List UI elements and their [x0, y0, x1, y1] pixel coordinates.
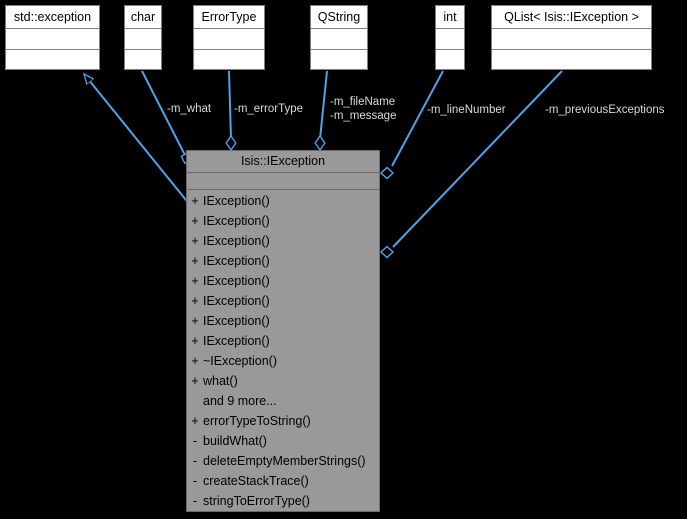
operations-compartment [311, 50, 367, 70]
operation-visibility: + [191, 354, 199, 368]
operation-visibility: + [191, 294, 199, 308]
class-name-errortype: ErrorType [194, 6, 264, 29]
operation-visibility: + [191, 214, 199, 228]
operation-visibility: + [191, 374, 199, 388]
operation-visibility: + [191, 314, 199, 328]
edge-aggregation-m-previousexceptions [379, 70, 563, 259]
class-name-char: char [125, 6, 161, 29]
operation-name: and 9 more... [203, 394, 277, 408]
operation-row: + IException() [187, 331, 379, 351]
operation-row: -createStackTrace() [187, 471, 379, 491]
attributes-compartment [311, 29, 367, 50]
operation-name: IException() [203, 234, 270, 248]
edge-label-m-errortype: -m_errorType [234, 103, 304, 115]
class-name-qlist-isis-iexception: QList< Isis::IException > [492, 6, 651, 29]
operation-name: createStackTrace() [203, 474, 309, 488]
operation-name: stringToErrorType() [203, 494, 310, 508]
operation-row: + IException() [187, 271, 379, 291]
operation-name: IException() [203, 274, 270, 288]
class-name-qstring: QString [311, 6, 367, 29]
aggregation-diamond-m-linenumber [379, 166, 395, 180]
attributes-compartment [6, 29, 99, 50]
edge-label-m-linenumber: -m_lineNumber [427, 104, 506, 116]
attributes-compartment [194, 29, 264, 50]
operation-row: + what() [187, 371, 379, 391]
operation-row: + errorTypeToString() [187, 411, 379, 431]
operation-row: + IException() [187, 251, 379, 271]
operation-row: + ~IException() [187, 351, 379, 371]
operation-name: ~IException() [203, 354, 277, 368]
operations-compartment [125, 50, 161, 70]
class-box-isis-iexception[interactable]: Isis::IException +IException()+IExceptio… [186, 150, 380, 512]
operations-compartment: +IException()+IException()+IException()+… [187, 190, 379, 511]
operation-name: IException() [203, 334, 270, 348]
operation-visibility: + [191, 254, 199, 268]
edge-label-m-filename: -m_fileName [330, 96, 396, 108]
operation-name: IException() [203, 254, 270, 268]
operation-name: errorTypeToString() [203, 414, 311, 428]
operation-row: -deleteEmptyMemberStrings() [187, 451, 379, 471]
operation-row: + IException() [187, 191, 379, 211]
operation-visibility: + [191, 334, 199, 348]
operation-row: and 9 more... [187, 391, 379, 411]
attributes-compartment [436, 29, 464, 50]
operation-name: IException() [203, 194, 270, 208]
operations-compartment [436, 50, 464, 70]
aggregation-diamond-m-filename [314, 134, 326, 152]
operation-row: + IException() [187, 291, 379, 311]
attributes-compartment [492, 29, 651, 50]
class-name-int: int [436, 6, 464, 29]
class-box-qstring[interactable]: QString [310, 5, 368, 70]
class-name-isis-iexception: Isis::IException [187, 151, 379, 173]
attributes-compartment [187, 173, 379, 190]
operation-visibility: - [192, 494, 198, 508]
edge-aggregation-m-linenumber [379, 70, 444, 180]
operation-visibility: + [191, 234, 199, 248]
operation-name: IException() [203, 314, 270, 328]
operation-visibility: - [192, 434, 198, 448]
operation-visibility: + [191, 274, 199, 288]
class-name-std-exception: std::exception [6, 6, 99, 29]
edge-inheritance-std-exception [84, 74, 191, 206]
aggregation-diamond-m-previousexceptions [379, 245, 395, 259]
edge-label-m-previousexceptions: -m_previousExceptions [545, 104, 665, 116]
class-box-errortype[interactable]: ErrorType [193, 5, 265, 70]
operation-name: deleteEmptyMemberStrings() [203, 454, 366, 468]
operation-name: IException() [203, 214, 270, 228]
aggregation-diamond-m-errortype [225, 134, 237, 152]
class-box-char[interactable]: char [124, 5, 162, 70]
class-box-std-exception[interactable]: std::exception [5, 5, 100, 70]
operation-row: + IException() [187, 231, 379, 251]
edge-aggregation-m-filename-m-message [314, 70, 328, 152]
operation-name: buildWhat() [203, 434, 267, 448]
operation-row: + IException() [187, 311, 379, 331]
operations-compartment [492, 50, 651, 70]
operation-visibility: - [192, 474, 198, 488]
operations-compartment [6, 50, 99, 70]
edge-label-m-what: -m_what [167, 103, 212, 115]
attributes-compartment [125, 29, 161, 50]
operation-visibility: + [191, 414, 199, 428]
operation-row: -stringToErrorType() [187, 491, 379, 511]
class-box-qlist-isis-iexception[interactable]: QList< Isis::IException > [491, 5, 652, 70]
operations-compartment [194, 50, 264, 70]
operation-row: + IException() [187, 211, 379, 231]
operation-name: IException() [203, 294, 270, 308]
class-box-int[interactable]: int [435, 5, 465, 70]
edge-label-m-message: -m_message [330, 110, 397, 122]
operation-row: -buildWhat() [187, 431, 379, 451]
operation-visibility: - [192, 454, 198, 468]
operation-name: what() [203, 374, 238, 388]
operation-visibility: + [191, 194, 199, 208]
